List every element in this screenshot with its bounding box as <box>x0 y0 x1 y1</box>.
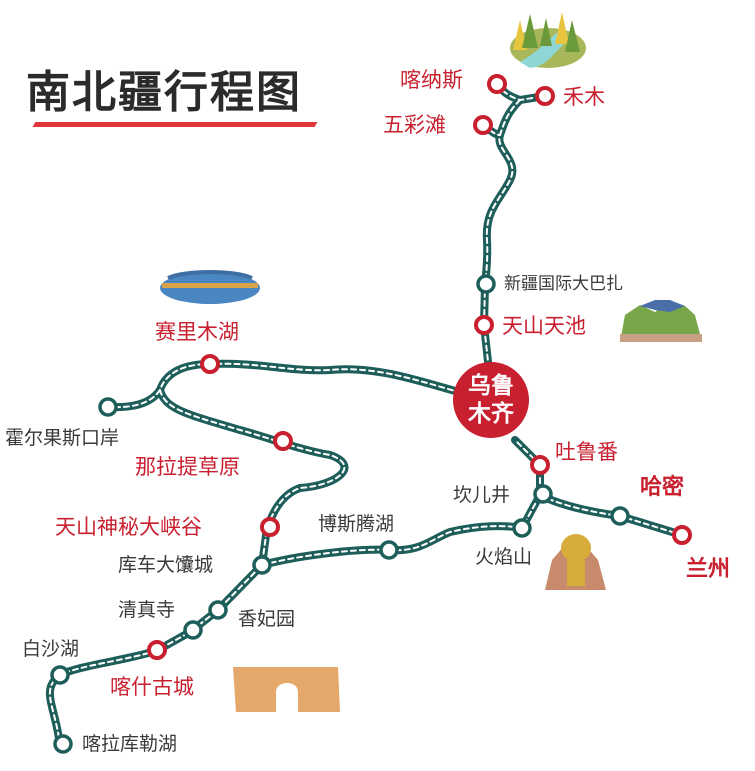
label-mosque: 清真寺 <box>118 599 176 621</box>
station-turpan[interactable] <box>530 455 550 475</box>
label-baisha: 白沙湖 <box>22 638 80 660</box>
station-sayram[interactable] <box>200 354 220 374</box>
station-karez[interactable] <box>533 484 553 504</box>
station-grand-canyon[interactable] <box>260 517 280 537</box>
label-nalati: 那拉提草原 <box>135 455 240 479</box>
mountain-illustration <box>620 300 702 342</box>
label-kanas: 喀纳斯 <box>400 68 463 92</box>
label-xiangfei: 香妃园 <box>238 608 296 630</box>
label-bazha: 新疆国际大巴扎 <box>504 274 623 294</box>
station-karakul[interactable] <box>53 734 73 754</box>
label-hami: 哈密 <box>640 475 685 500</box>
station-kashgar[interactable] <box>147 640 167 660</box>
railway-tracks <box>45 80 686 749</box>
station-bosten[interactable] <box>379 540 399 560</box>
title-underline <box>32 122 318 127</box>
highlight-stations <box>147 74 692 660</box>
label-kashgar: 喀什古城 <box>110 675 194 699</box>
forest-river-illustration <box>510 12 586 68</box>
station-wucaitan[interactable] <box>473 115 493 135</box>
label-bosten: 博斯腾湖 <box>318 513 395 535</box>
station-mosque[interactable] <box>183 620 203 640</box>
label-khorgos: 霍尔果斯口岸 <box>5 427 120 449</box>
station-xiangfei[interactable] <box>208 600 228 620</box>
ancient-city-gate-illustration <box>233 667 340 712</box>
urumqi-label: 乌鲁 木齐 <box>468 373 514 427</box>
normal-stations <box>50 274 630 754</box>
urumqi-hub[interactable] <box>453 362 529 438</box>
station-hami[interactable] <box>610 506 630 526</box>
label-sayram: 赛里木湖 <box>155 320 239 344</box>
label-tianchi: 天山天池 <box>502 314 586 338</box>
station-hemu[interactable] <box>535 86 555 106</box>
lake-illustration <box>160 270 260 304</box>
label-flaming: 火焰山 <box>475 546 533 568</box>
label-karakul: 喀拉库勒湖 <box>82 733 178 755</box>
station-flaming[interactable] <box>512 518 532 538</box>
page-title: 南北疆行程图 <box>26 67 302 118</box>
station-tianchi[interactable] <box>474 315 494 335</box>
label-karez: 坎儿井 <box>453 484 511 506</box>
label-grand-canyon: 天山神秘大峡谷 <box>55 515 202 539</box>
station-khorgos[interactable] <box>98 397 118 417</box>
label-hemu: 禾木 <box>563 85 605 109</box>
label-wucaitan: 五彩滩 <box>383 113 446 137</box>
station-baisha[interactable] <box>50 665 70 685</box>
flaming-mountain-illustration <box>545 534 606 590</box>
label-turpan: 吐鲁番 <box>555 440 618 464</box>
station-lanzhou[interactable] <box>672 525 692 545</box>
label-kuqa: 库车大馕城 <box>118 554 214 576</box>
station-kanas[interactable] <box>487 74 507 94</box>
station-kuqa[interactable] <box>252 555 272 575</box>
label-lanzhou: 兰州 <box>686 557 731 582</box>
station-nalati[interactable] <box>273 431 293 451</box>
station-bazha[interactable] <box>476 274 496 294</box>
